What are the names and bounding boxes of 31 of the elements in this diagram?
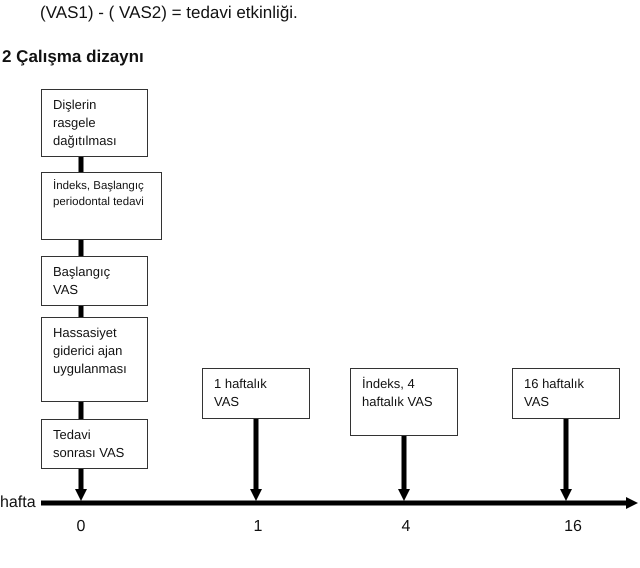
connector-line [78,240,84,256]
tick-label: 16 [564,517,582,536]
tick-label: 0 [76,517,86,536]
connector-line [78,157,84,172]
connector-line [78,306,84,317]
step-text: İndeks, 4 haftalık VAS [362,375,434,411]
arrow [398,436,410,501]
step-box [350,368,458,436]
step-box [41,317,148,402]
step-box [202,368,310,419]
step-text: 1 haftalık VAS [214,375,268,411]
tick-label: 4 [402,517,410,536]
step-text: İndeks, Başlangıç periodontal tedavi [53,179,145,210]
step-box [41,172,162,240]
axis-label: hafta [0,493,36,512]
step-box [41,89,148,157]
step-box [41,419,148,469]
tick-label: 1 [254,517,262,536]
arrow [75,469,87,501]
body-text: (VAS1) - ( VAS2) = tedavi etkinliği. [40,3,298,24]
step-box [512,368,620,419]
arrow [250,419,262,501]
step-box [41,256,148,306]
connector-line [78,402,84,419]
step-text: Hassasiyet giderici ajan uygulanması [53,324,128,378]
step-text: Dişlerin rasgele dağıtılması [53,96,118,150]
step-text: Tedavi sonrası VAS [53,426,126,462]
step-text: Başlangıç VAS [53,263,112,299]
step-text: 16 haftalık VAS [524,375,585,411]
section-heading: 2 Çalışma dizaynı [2,47,144,68]
arrow [560,419,572,501]
